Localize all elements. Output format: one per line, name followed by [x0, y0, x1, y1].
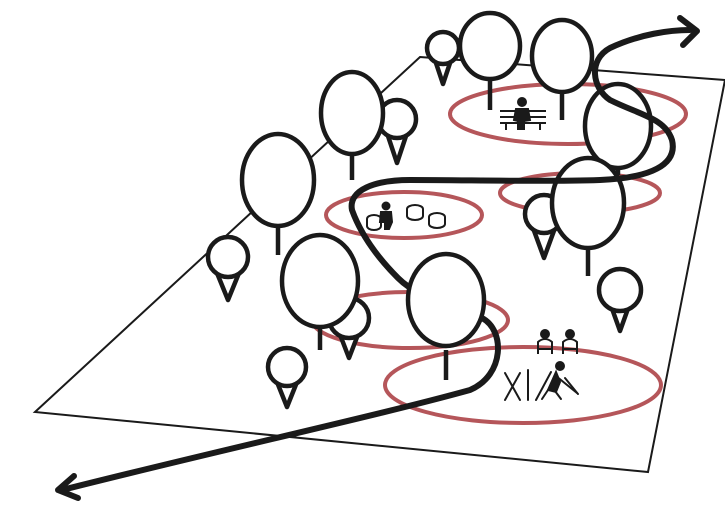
park-diagram-svg — [0, 0, 725, 509]
park-diagram — [0, 0, 725, 509]
